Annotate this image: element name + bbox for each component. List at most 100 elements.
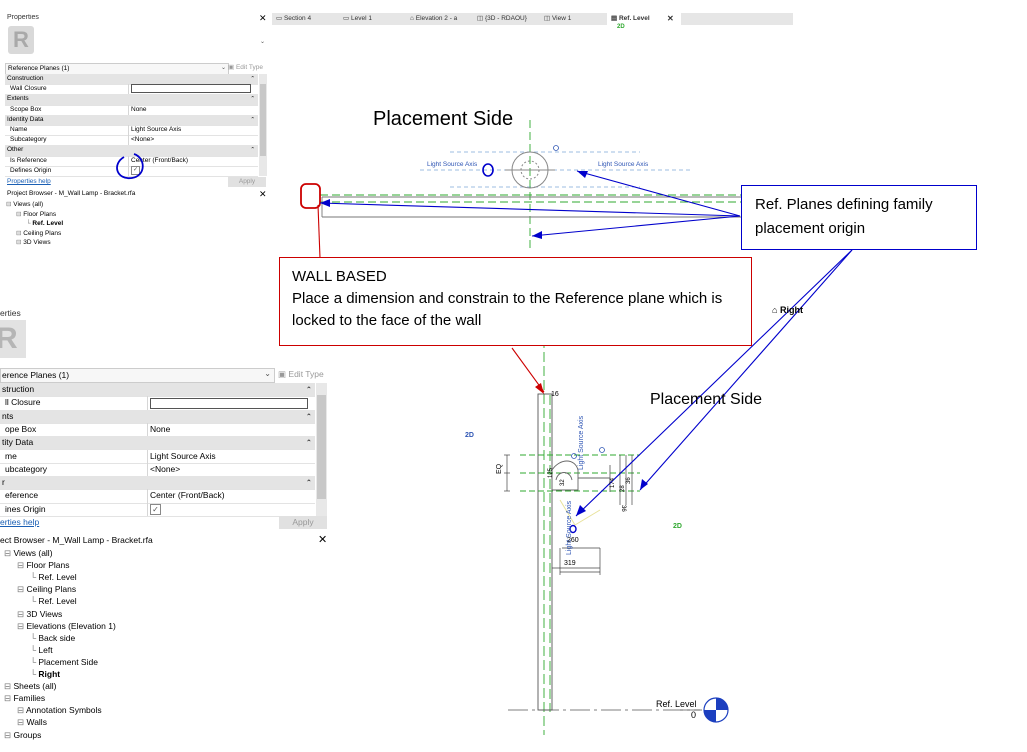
- edit-type-label: Edit Type: [288, 369, 324, 379]
- tab-label: Section 4: [283, 15, 312, 22]
- tree-item[interactable]: ⊟ Groups: [4, 729, 41, 741]
- property-value[interactable]: Light Source Axis: [128, 125, 259, 136]
- close-icon[interactable]: ✕: [318, 534, 328, 546]
- property-value[interactable]: <None>: [147, 462, 316, 477]
- tree-item[interactable]: ⊟ Walls: [17, 716, 47, 728]
- property-category[interactable]: Extents⌃: [5, 94, 258, 106]
- checkbox-checked[interactable]: ✓: [150, 503, 161, 515]
- tree-expand-icon[interactable]: ⊟: [4, 729, 14, 740]
- tree-expand-icon[interactable]: ⊟: [16, 210, 24, 218]
- tree-expand-icon[interactable]: ⊟: [17, 705, 27, 716]
- property-category[interactable]: tity Data⌃: [0, 436, 315, 451]
- tree-expand-icon[interactable]: ⊟: [16, 239, 24, 246]
- type-selector-label: erence Planes (1): [2, 370, 70, 380]
- tree-item[interactable]: └ Ref. Level: [30, 595, 77, 607]
- tree-item[interactable]: ⊟ Floor Plans: [16, 210, 56, 220]
- property-category[interactable]: struction⌃: [0, 383, 315, 398]
- tree-expand-icon[interactable]: ⊟: [4, 681, 14, 692]
- chevron-down-icon[interactable]: ⌄: [260, 39, 266, 45]
- collapse-icon[interactable]: ⌃: [250, 147, 255, 154]
- tab-ref-level[interactable]: ▤ Ref. Level ✕: [607, 13, 681, 25]
- scrollbar-thumb[interactable]: [317, 395, 326, 499]
- tab-level-1[interactable]: ▭ Level 1: [339, 13, 409, 25]
- tree-item[interactable]: └ Right: [30, 668, 60, 680]
- property-category[interactable]: r⌃: [0, 476, 315, 491]
- tree-expand-icon[interactable]: ⊟: [4, 693, 14, 704]
- tab-3d-rdaou[interactable]: ◫ {3D - RDAOU}: [473, 13, 543, 25]
- edit-type-button[interactable]: ▣ Edit Type: [228, 63, 263, 71]
- tree-item[interactable]: └ Left: [30, 644, 53, 656]
- property-value[interactable]: Light Source Axis: [147, 449, 316, 463]
- tree-item[interactable]: ⊟ Views (all): [4, 547, 53, 559]
- tree-item[interactable]: ⊟ Annotation Symbols: [17, 704, 102, 716]
- dimension-value: 260: [567, 537, 579, 544]
- collapse-icon[interactable]: ⌃: [250, 96, 255, 103]
- tree-item[interactable]: └ Ref. Level: [30, 571, 77, 583]
- property-value[interactable]: <None>: [128, 135, 259, 146]
- tree-expand-icon[interactable]: ⊟: [4, 548, 14, 558]
- apply-button[interactable]: Apply: [279, 516, 327, 529]
- collapse-icon[interactable]: ⌃: [250, 116, 255, 123]
- scrollbar-thumb[interactable]: [260, 84, 266, 156]
- collapse-icon[interactable]: ⌃: [250, 76, 255, 82]
- apply-button[interactable]: Apply: [228, 177, 266, 187]
- tree-item[interactable]: └ Ref. Level: [26, 219, 63, 229]
- property-category[interactable]: Identity Data⌃: [5, 114, 258, 126]
- property-checkbox-cell[interactable]: [128, 84, 259, 95]
- checkbox[interactable]: [131, 84, 251, 94]
- close-icon[interactable]: ✕: [259, 189, 267, 199]
- tree-item[interactable]: ⊟ Ceiling Plans: [16, 229, 61, 239]
- close-icon[interactable]: ✕: [667, 14, 674, 23]
- tree-item[interactable]: └ Placement Side: [30, 656, 98, 668]
- property-checkbox-cell[interactable]: [147, 396, 316, 410]
- tree-item[interactable]: ⊟ Families: [4, 692, 45, 704]
- property-value[interactable]: Center (Front/Back): [147, 489, 316, 503]
- tab-section-4[interactable]: ▭ Section 4: [272, 13, 342, 25]
- tree-expand-icon[interactable]: ⊟: [17, 584, 27, 595]
- property-checkbox-cell[interactable]: ✓: [147, 502, 316, 516]
- checkbox-checked[interactable]: ✓: [131, 165, 140, 175]
- tree-expand-icon[interactable]: ⊟: [17, 717, 27, 728]
- tree-item[interactable]: ⊟ Elevations (Elevation 1): [17, 620, 116, 632]
- tree-item[interactable]: ⊟ Floor Plans: [17, 559, 69, 571]
- close-icon[interactable]: ✕: [259, 13, 267, 23]
- checkbox[interactable]: [150, 397, 308, 409]
- property-value[interactable]: Center (Front/Back): [128, 155, 259, 166]
- property-category[interactable]: Other⌃: [5, 145, 258, 157]
- tab-elevation-2[interactable]: ⌂ Elevation 2 - a: [406, 13, 476, 25]
- top-view-wall: [321, 196, 760, 218]
- property-checkbox-cell[interactable]: ✓: [128, 165, 259, 176]
- tree-item[interactable]: ⊟ 3D Views: [17, 608, 62, 620]
- properties-help-link[interactable]: Properties help: [7, 178, 51, 185]
- tree-expand-icon[interactable]: ⊟: [16, 229, 24, 237]
- edit-type-button[interactable]: ▣ Edit Type: [278, 368, 324, 381]
- properties-scrollbar[interactable]: [259, 74, 267, 176]
- tree-item-label: Right: [38, 669, 61, 679]
- collapse-icon[interactable]: ⌃: [305, 411, 312, 421]
- right-view-tab[interactable]: ⌂ Right: [772, 305, 803, 315]
- property-category[interactable]: nts⌃: [0, 409, 315, 424]
- tree-expand-icon[interactable]: ⊟: [17, 560, 27, 571]
- tree-item[interactable]: ⊟ 3D Views: [16, 238, 51, 248]
- tree-expand-icon[interactable]: ⊟: [17, 620, 27, 631]
- tree-item[interactable]: ⊟ Sheets (all): [4, 680, 56, 692]
- properties-help-link[interactable]: erties help: [0, 517, 40, 527]
- tree-item[interactable]: ⊟ Views (all): [6, 200, 43, 210]
- category-label: Construction: [7, 75, 44, 82]
- properties-scrollbar[interactable]: [316, 383, 327, 516]
- collapse-icon[interactable]: ⌃: [305, 438, 312, 448]
- tree-item-label: Left: [38, 644, 53, 655]
- collapse-icon[interactable]: ⌃: [305, 385, 312, 394]
- tab-label: Ref. Level: [618, 15, 650, 22]
- tree-expand-icon[interactable]: ⊟: [6, 201, 14, 208]
- tab-view-1[interactable]: ◫ View 1: [540, 13, 610, 25]
- collapse-icon[interactable]: ⌃: [305, 478, 312, 488]
- tree-item[interactable]: ⊟ Ceiling Plans: [17, 583, 76, 595]
- type-selector[interactable]: erence Planes (1) ⌄: [0, 368, 275, 383]
- tree-item[interactable]: └ Back side: [30, 632, 75, 644]
- property-value[interactable]: None: [128, 104, 259, 115]
- tree-expand-icon[interactable]: ⊟: [17, 608, 27, 619]
- property-value[interactable]: None: [147, 422, 316, 437]
